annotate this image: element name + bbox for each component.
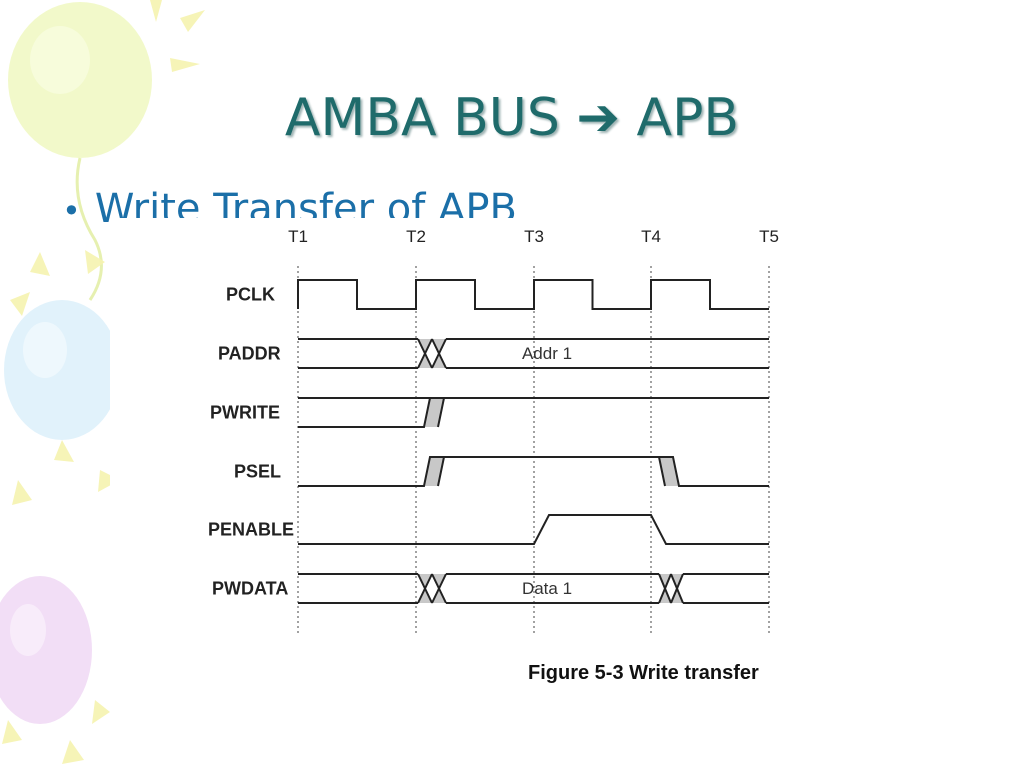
signal-labels: PCLK PADDR PWRITE PSEL PENABLE PWDATA: [208, 285, 294, 599]
bullet-dot: •: [62, 192, 81, 230]
wave-penable: [298, 514, 769, 545]
wave-pwdata: [298, 573, 769, 604]
bus-values: Addr 1 Data 1: [522, 344, 572, 598]
time-label-4: T4: [641, 227, 661, 246]
wave-psel: [298, 456, 769, 487]
time-guides: [297, 266, 770, 633]
wave-paddr: [298, 338, 769, 369]
paddr-value: Addr 1: [522, 344, 572, 363]
time-label-1: T1: [288, 227, 308, 246]
slide-title: AMBA BUS ➔ APB: [284, 88, 740, 148]
time-label-5: T5: [759, 227, 779, 246]
signal-label-penable: PENABLE: [208, 520, 294, 540]
wave-pwrite: [298, 397, 769, 428]
waveforms: [297, 279, 769, 604]
time-label-2: T2: [406, 227, 426, 246]
signal-label-pclk: PCLK: [226, 285, 275, 305]
signal-label-pwdata: PWDATA: [212, 579, 288, 599]
timing-diagram: T1 T2 T3 T4 T5 PCLK PADDR PWRITE PSEL PENABLE PWD…: [208, 227, 779, 633]
pwdata-value: Data 1: [522, 579, 572, 598]
signal-label-paddr: PADDR: [218, 344, 281, 364]
figure-caption: Figure 5-3 Write transfer: [528, 662, 759, 684]
wave-pwdata-transition-1: [417, 573, 447, 604]
signal-label-psel: PSEL: [234, 462, 281, 482]
timing-figure-panel: T1 T2 T3 T4 T5 PCLK PADDR PWRITE PSEL PENABLE PWD…: [110, 218, 830, 738]
time-labels: T1 T2 T3 T4 T5: [288, 227, 779, 246]
signal-label-pwrite: PWRITE: [210, 403, 280, 423]
time-label-3: T3: [524, 227, 544, 246]
wave-pclk: [297, 279, 769, 310]
wave-paddr-transition: [417, 338, 447, 369]
wave-pwdata-transition-2: [658, 573, 684, 604]
